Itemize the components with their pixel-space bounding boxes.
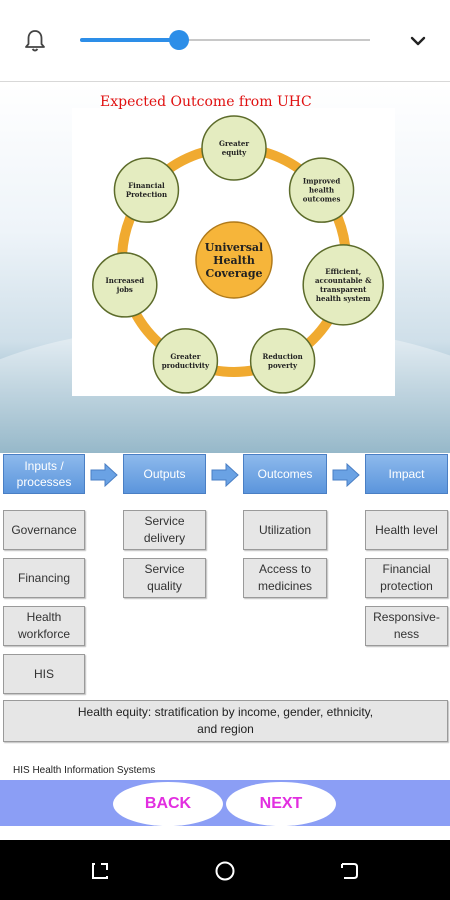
header-inputs: Inputs / processes (3, 454, 85, 494)
uhc-node-circle (113, 157, 180, 223)
slider-track (80, 39, 370, 41)
input-box: HIS (3, 654, 85, 694)
uhc-node-circle (288, 157, 355, 223)
input-box: Financing (3, 558, 85, 598)
outcome-box: Access to medicines (243, 558, 327, 598)
arrow-right-icon (90, 463, 118, 487)
bottom-nav-bar: BACK NEXT (0, 780, 450, 826)
input-box: Health workforce (3, 606, 85, 646)
home-icon[interactable] (214, 860, 236, 882)
bell-icon[interactable] (22, 28, 48, 54)
arrow-right-icon (332, 463, 360, 487)
top-bar (0, 0, 450, 82)
header-impact: Impact (365, 454, 448, 494)
back-button[interactable]: BACK (113, 782, 223, 826)
progress-slider[interactable] (80, 30, 370, 50)
output-box: Service delivery (123, 510, 206, 550)
outcome-box: Utilization (243, 510, 327, 550)
uhc-node-circle (249, 328, 316, 394)
uhc-node-circle (152, 328, 219, 394)
back-nav-icon[interactable] (338, 860, 360, 882)
health-system-framework: Inputs / processes Outputs Outcomes Impa… (0, 453, 450, 780)
bottom-spacer (0, 826, 450, 840)
uhc-node-circle (201, 115, 267, 181)
recent-apps-icon[interactable] (89, 860, 111, 882)
uhc-center-circle (195, 221, 273, 299)
header-outputs: Outputs (123, 454, 206, 494)
output-box: Service quality (123, 558, 206, 598)
chevron-down-icon[interactable] (406, 30, 430, 52)
uhc-title: Expected Outcome from UHC (100, 94, 312, 110)
impact-box: Health level (365, 510, 448, 550)
slider-thumb[interactable] (168, 30, 189, 50)
input-box: Governance (3, 510, 85, 550)
arrow-right-icon (211, 463, 239, 487)
system-navigation-bar (0, 840, 450, 900)
uhc-node-circle (302, 244, 384, 326)
impact-box: Responsive-ness (365, 606, 448, 646)
impact-box: Financial protection (365, 558, 448, 598)
abbreviation-note: HIS Health Information Systems (13, 765, 156, 776)
slider-fill (80, 38, 179, 42)
health-equity-box: Health equity: stratification by income,… (3, 700, 448, 742)
uhc-node-circle (92, 252, 158, 318)
next-button[interactable]: NEXT (226, 782, 336, 826)
header-outcomes: Outcomes (243, 454, 327, 494)
